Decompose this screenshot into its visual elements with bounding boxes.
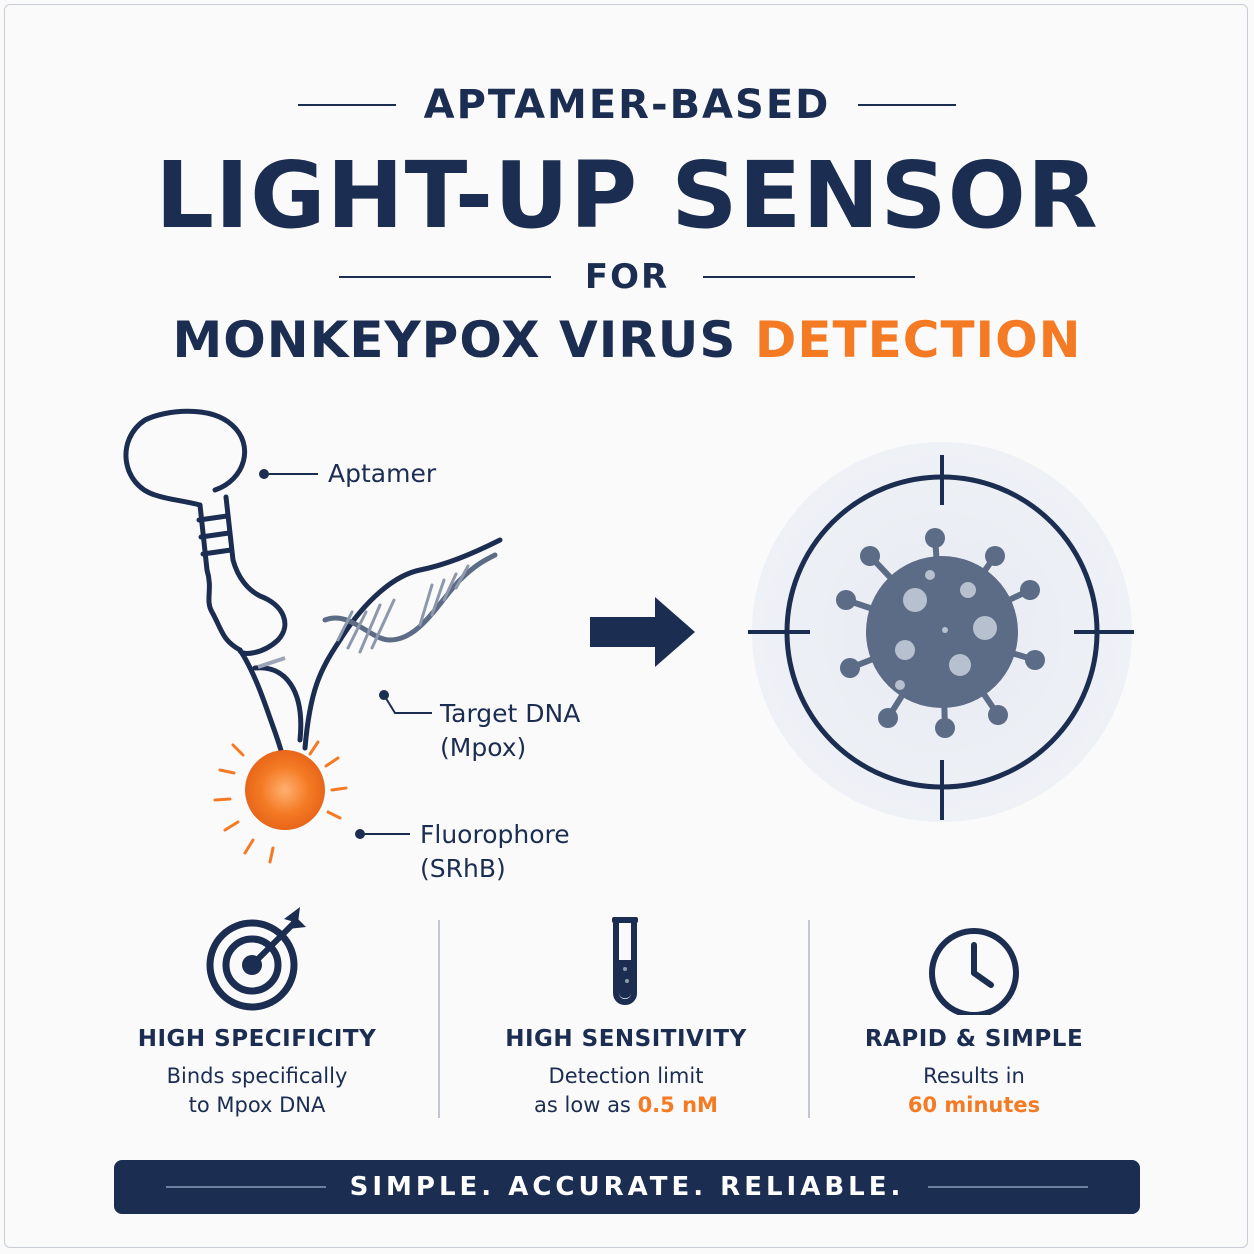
title-detection: DETECTION bbox=[754, 311, 1082, 369]
tagline-text: SIMPLE. ACCURATE. RELIABLE. bbox=[349, 1172, 905, 1202]
divider-2 bbox=[808, 920, 810, 1118]
banner-rule-right bbox=[928, 1186, 1089, 1188]
title-light-up-sensor: LIGHT-UP SENSOR bbox=[155, 141, 1099, 249]
target-mpox-label: (Mpox) bbox=[440, 733, 527, 762]
title-line-4: MONKEYPOX VIRUS DETECTION bbox=[0, 305, 1254, 375]
sensitivity-desc-2: as low as bbox=[534, 1093, 638, 1117]
sensor-diagram bbox=[123, 408, 1134, 864]
callout-lines bbox=[259, 469, 432, 839]
aptamer-link bbox=[257, 656, 286, 669]
sensitivity-title: HIGH SENSITIVITY bbox=[505, 1026, 747, 1052]
virus-target-icon bbox=[748, 442, 1134, 822]
feature-specificity: HIGH SPECIFICITY Binds specifically to M… bbox=[77, 900, 437, 1120]
fluorophore-label: Fluorophore bbox=[420, 820, 570, 849]
title-for: FOR bbox=[584, 257, 670, 297]
feature-rapid: RAPID & SIMPLE Results in 60 minutes bbox=[794, 900, 1154, 1120]
specificity-desc-2: to Mpox DNA bbox=[188, 1093, 326, 1117]
title-line-1: APTAMER-BASED bbox=[0, 80, 1254, 130]
specificity-title: HIGH SPECIFICITY bbox=[137, 1026, 377, 1052]
banner-rule-left bbox=[165, 1186, 326, 1188]
target-arrow-icon bbox=[77, 900, 437, 1020]
for-rule-left bbox=[338, 276, 551, 278]
title-line-3: FOR bbox=[0, 252, 1254, 302]
tagline-banner: SIMPLE. ACCURATE. RELIABLE. bbox=[114, 1160, 1140, 1214]
title-rule-right bbox=[858, 104, 957, 106]
feature-sensitivity: HIGH SENSITIVITY Detection limit as low … bbox=[446, 900, 806, 1120]
for-rule-right bbox=[703, 276, 916, 278]
rapid-title: RAPID & SIMPLE bbox=[864, 1026, 1084, 1052]
aptamer-structure bbox=[123, 408, 304, 761]
title-rule-left bbox=[297, 104, 396, 106]
fluorophore-srhb-label: (SRhB) bbox=[420, 854, 506, 883]
target-dna-label: Target DNA bbox=[440, 699, 581, 728]
clock-icon bbox=[794, 900, 1154, 1020]
sensitivity-value: 0.5 nM bbox=[637, 1093, 718, 1117]
title-aptamer-based: APTAMER-BASED bbox=[423, 82, 831, 128]
rapid-desc-1: Results in bbox=[923, 1064, 1025, 1088]
features-row: HIGH SPECIFICITY Binds specifically to M… bbox=[0, 900, 1254, 1140]
fluorophore-icon bbox=[213, 740, 348, 864]
sensitivity-desc-1: Detection limit bbox=[548, 1064, 704, 1088]
aptamer-label: Aptamer bbox=[328, 459, 437, 488]
rapid-value: 60 minutes bbox=[907, 1093, 1041, 1117]
test-tube-icon bbox=[446, 900, 806, 1020]
title-monkeypox-virus: MONKEYPOX VIRUS bbox=[172, 311, 755, 369]
arrow-right-icon bbox=[590, 597, 695, 667]
divider-1 bbox=[438, 920, 440, 1118]
dna-helix-icon bbox=[302, 537, 503, 751]
specificity-desc-1: Binds specifically bbox=[166, 1064, 348, 1088]
title-line-2: LIGHT-UP SENSOR bbox=[0, 140, 1254, 250]
